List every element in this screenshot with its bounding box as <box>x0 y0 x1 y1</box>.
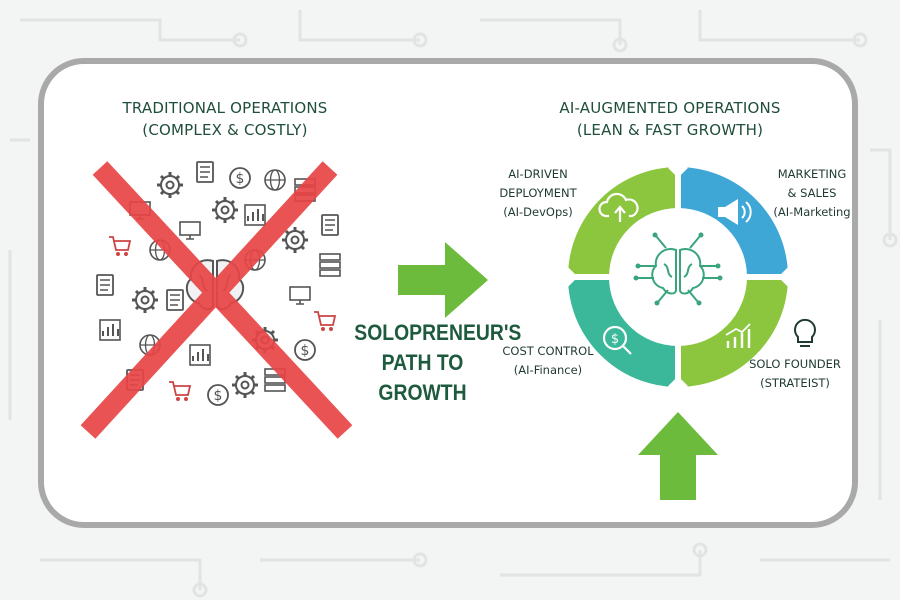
traditional-title-line2: (COMPLEX & COSTLY) <box>142 121 308 139</box>
solo-founder-label: SOLO FOUNDER (STRATEIST) <box>745 355 845 393</box>
ai-augmented-operations-heading: AI-AUGMENTED OPERATIONS (LEAN & FAST GRO… <box>555 97 785 141</box>
deployment-label-line3: (AI-DevOps) <box>503 205 573 219</box>
cost-control-label: COST CONTROL (AI-Finance) <box>498 342 598 380</box>
cost-label-line1: COST CONTROL <box>502 344 594 358</box>
arrow-right-icon <box>398 242 488 318</box>
segment-marketing <box>678 167 788 277</box>
path-to-growth-title: SOLOPRENEUR'S PATH TO GROWTH <box>354 318 522 408</box>
marketing-label: MARKETING & SALES (AI-Marketing <box>762 165 862 222</box>
traditional-title-line1: TRADITIONAL OPERATIONS <box>122 99 328 117</box>
segment-deployment <box>568 167 678 277</box>
svg-text:$: $ <box>611 332 619 347</box>
founder-label-line2: (STRATEIST) <box>760 376 830 390</box>
deployment-label-line1: AI-DRIVEN <box>508 167 568 181</box>
ai-title-line1: AI-AUGMENTED OPERATIONS <box>559 99 781 117</box>
marketing-label-line1: MARKETING <box>777 167 847 181</box>
cloud-upload-icon <box>598 192 639 222</box>
dollar-magnifier-icon: $ <box>602 325 632 355</box>
path-title-line3: GROWTH <box>378 380 467 405</box>
lightbulb-icon <box>794 318 816 347</box>
path-title-line2: PATH TO <box>381 350 464 375</box>
marketing-label-line3: (AI-Marketing <box>773 205 851 219</box>
founder-label-line1: SOLO FOUNDER <box>749 357 841 371</box>
traditional-operations-heading: TRADITIONAL OPERATIONS (COMPLEX & COSTLY… <box>105 97 345 141</box>
path-title-line1: SOLOPRENEUR'S <box>354 320 522 345</box>
cost-label-line2: (AI-Finance) <box>513 363 583 377</box>
ai-title-line2: (LEAN & FAST GROWTH) <box>576 121 764 139</box>
arrow-up-icon <box>638 412 718 500</box>
growth-chart-icon <box>725 323 751 348</box>
megaphone-icon <box>718 199 752 225</box>
ai-operations-ring: $ <box>558 158 798 396</box>
cross-out-icon <box>80 161 353 439</box>
deployment-label: AI-DRIVEN DEPLOYMENT (AI-DevOps) <box>478 165 598 222</box>
deployment-label-line2: DEPLOYMENT <box>499 186 577 200</box>
marketing-label-line2: & SALES <box>787 186 837 200</box>
circuit-brain-icon <box>633 232 723 306</box>
segment-founder <box>678 277 788 387</box>
